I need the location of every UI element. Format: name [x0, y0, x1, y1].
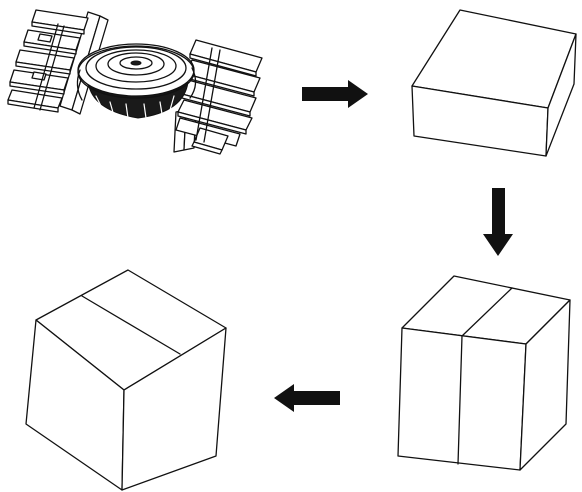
arrow-left-icon	[274, 384, 340, 412]
closed-carton-box-icon	[411, 9, 577, 157]
arrow-right-icon	[302, 80, 368, 108]
downlight-fixture	[76, 43, 197, 119]
sealed-carton-box-icon	[25, 269, 227, 491]
downlight-with-packing-inserts-icon	[7, 9, 263, 155]
arrow-down-icon	[483, 188, 513, 256]
right-packing-insert	[173, 39, 263, 155]
taped-carton-box-icon	[397, 275, 571, 471]
